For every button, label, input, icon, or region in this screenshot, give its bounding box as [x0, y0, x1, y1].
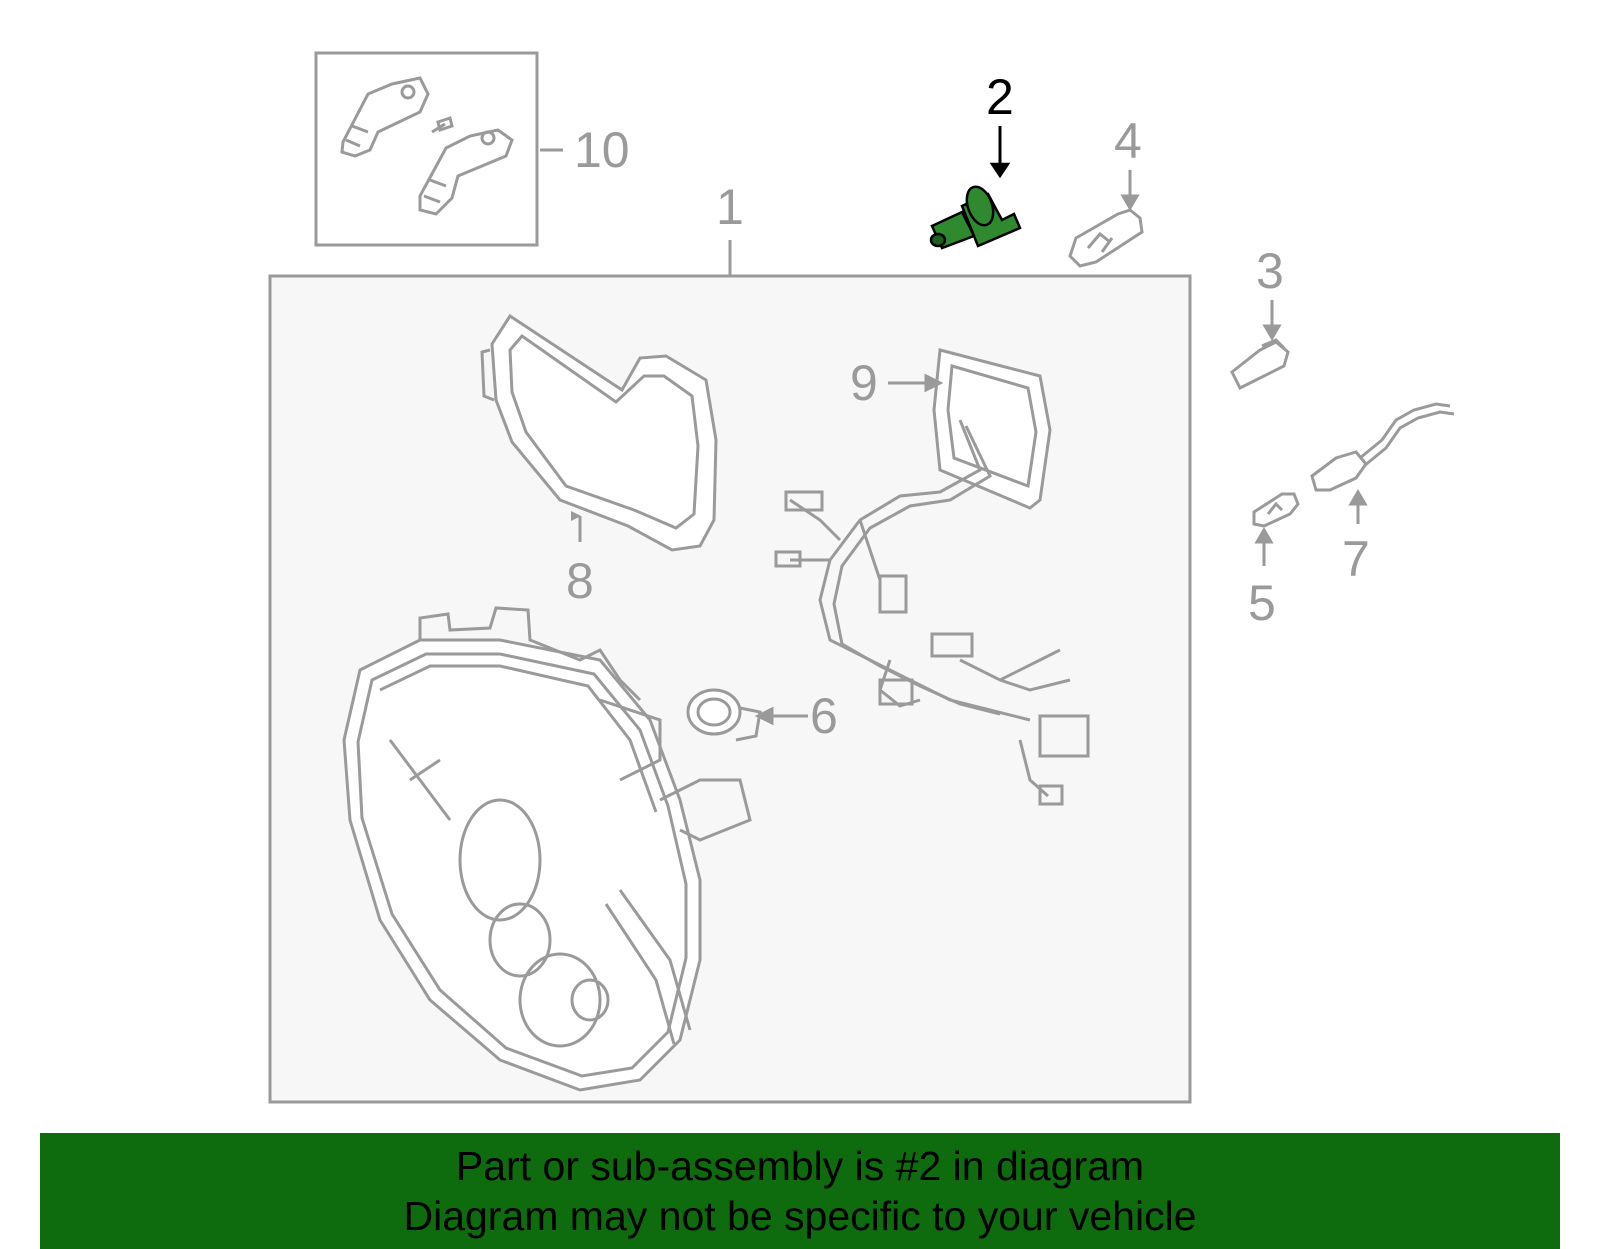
headlamp-housing: [342, 606, 752, 1092]
callout-5: 5: [1248, 575, 1276, 631]
banner-disclaimer-line: Diagram may not be specific to your vehi…: [403, 1193, 1197, 1239]
part-3-bulb: [1230, 300, 1290, 391]
part-5-bulb: [1252, 492, 1300, 566]
callout-8: 8: [566, 553, 594, 609]
info-banner: Part or sub-assembly is #2 in diagram Di…: [40, 1133, 1560, 1249]
callout-9: 9: [850, 355, 878, 411]
part-7-bulb-pigtail: [1310, 402, 1455, 524]
part-2-headlamp-bulb: [929, 126, 1022, 250]
callout-6: 6: [810, 688, 838, 744]
part-4-bulb: [1068, 170, 1144, 268]
part-10-inset: [314, 51, 563, 247]
part-9-wiring-harness: [774, 348, 1090, 806]
callout-2: 2: [986, 69, 1014, 125]
part-8-gasket: [480, 313, 718, 552]
callout-7: 7: [1342, 531, 1370, 587]
callout-4: 4: [1114, 113, 1142, 169]
callout-3: 3: [1256, 243, 1284, 299]
callout-1: 1: [716, 179, 744, 235]
banner-part-line: Part or sub-assembly is #2 in diagram: [455, 1143, 1145, 1189]
part-6-socket: [686, 688, 808, 742]
callout-10: 10: [574, 122, 630, 178]
